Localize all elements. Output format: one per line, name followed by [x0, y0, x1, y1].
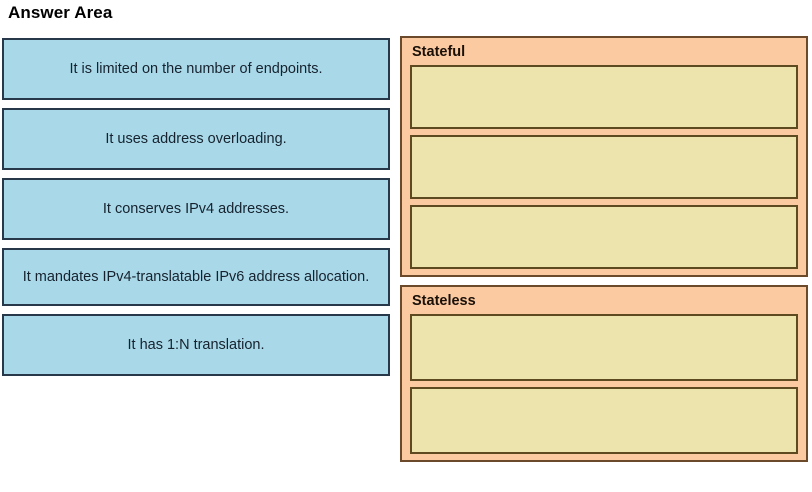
drop-zone[interactable] [410, 314, 798, 381]
page-title: Answer Area [8, 3, 113, 22]
option-tile-label: It uses address overloading. [105, 130, 287, 147]
drop-zone[interactable] [410, 135, 798, 199]
option-tile[interactable]: It conserves IPv4 addresses. [2, 178, 390, 240]
category-label: Stateless [412, 293, 476, 309]
option-tile[interactable]: It mandates IPv4-translatable IPv6 addre… [2, 248, 390, 306]
drop-zone[interactable] [410, 205, 798, 269]
option-tile[interactable]: It is limited on the number of endpoints… [2, 38, 390, 100]
category-panel-stateless: Stateless [400, 285, 808, 462]
category-label: Stateful [412, 44, 466, 60]
drop-zone[interactable] [410, 65, 798, 129]
option-tile[interactable]: It uses address overloading. [2, 108, 390, 170]
category-panel-stateful: Stateful [400, 36, 808, 277]
option-tile-label: It mandates IPv4-translatable IPv6 addre… [22, 268, 370, 285]
option-tile-label: It conserves IPv4 addresses. [102, 200, 290, 217]
option-tile-label: It is limited on the number of endpoints… [69, 60, 323, 77]
option-tile[interactable]: It has 1:N translation. [2, 314, 390, 376]
drop-zone[interactable] [410, 387, 798, 454]
options-column: It is limited on the number of endpoints… [2, 38, 390, 384]
option-tile-label: It has 1:N translation. [127, 336, 265, 353]
categories-column: Stateful Stateless [400, 36, 808, 470]
